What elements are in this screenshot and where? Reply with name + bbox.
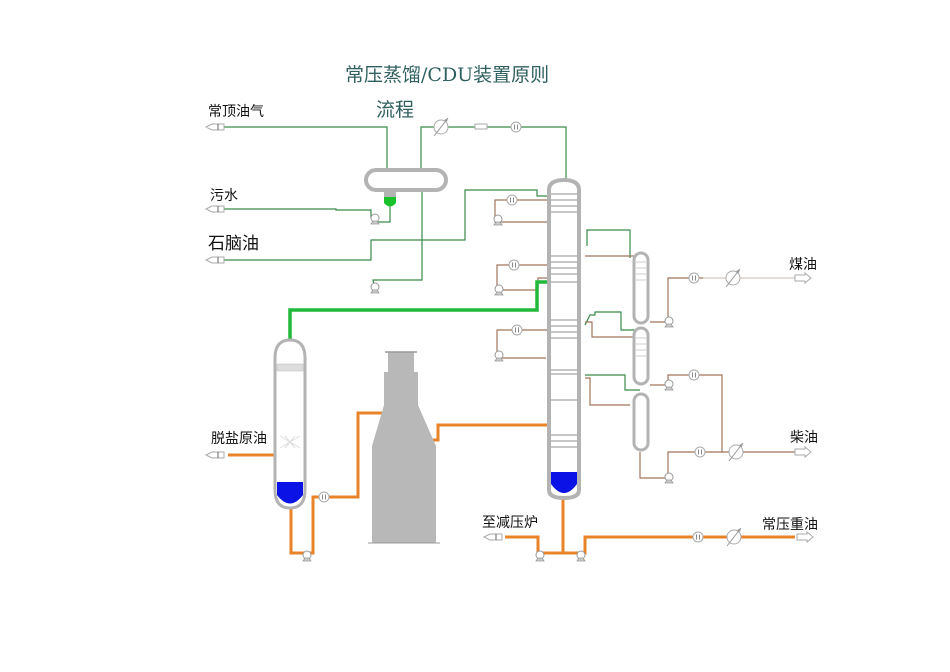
label-sour-water: 污水 (210, 188, 238, 204)
pumps (302, 213, 674, 562)
label-kerosene: 煤油 (789, 257, 817, 273)
label-diesel: 柴油 (790, 430, 818, 446)
label-to-vacuum-furnace: 至减压炉 (482, 515, 538, 531)
diagram-title-line1: 常压蒸馏/CDU装置原则 (345, 64, 550, 86)
label-atm-residue: 常压重油 (762, 517, 818, 533)
heavy-oil-piping (228, 411, 795, 555)
label-overhead-gas: 常顶油气 (208, 104, 264, 120)
diagram-title-line2: 流程 (376, 99, 415, 121)
label-naphtha: 石脑油 (208, 234, 259, 254)
filter (474, 123, 488, 130)
label-desalted-crude: 脱盐原油 (211, 431, 267, 447)
side-stripper (632, 251, 650, 452)
heat-exchangers (433, 117, 744, 547)
preflash-tower (273, 338, 307, 510)
atmospheric-column (547, 177, 581, 501)
reflux-drum (364, 168, 448, 207)
vapor-line (288, 280, 549, 340)
furnace (368, 351, 440, 544)
